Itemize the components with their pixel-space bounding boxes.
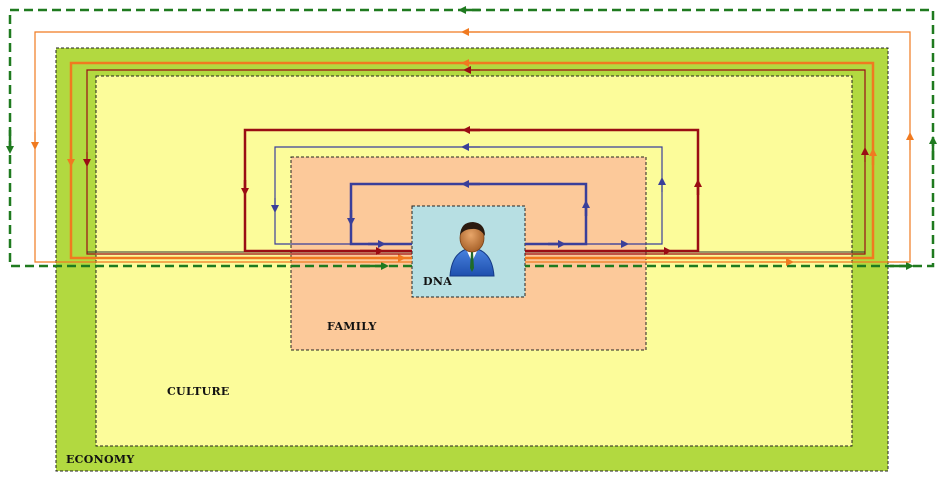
- blue-thin-loop: [271, 143, 666, 248]
- thick-orange-loop: [67, 59, 877, 262]
- green-loop: [8, 8, 935, 268]
- family-label: FAMILY: [327, 320, 377, 333]
- person-icon: [449, 222, 495, 277]
- thin-orange-loop: [31, 28, 914, 266]
- blue-thick-loop: [347, 180, 590, 248]
- dark-red-thin-loop: [83, 66, 869, 255]
- economy-label: ECONOMY: [66, 453, 135, 466]
- green-loop-arrows: [6, 6, 937, 270]
- dark-red-family-loop: [241, 126, 702, 255]
- dna-label: DNA: [423, 275, 452, 288]
- culture-label: CULTURE: [167, 385, 230, 398]
